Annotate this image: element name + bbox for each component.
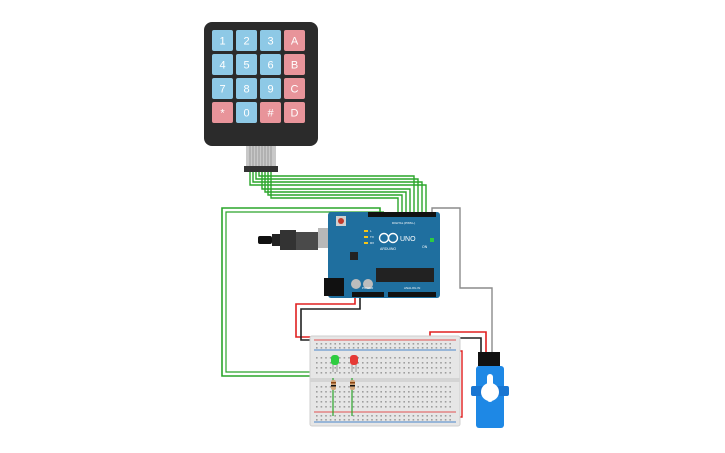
led-tx [364,236,368,238]
breadboard-holes [316,343,451,421]
keypad-keys: 1 2 3 A 4 5 6 B 7 8 9 C * 0 # D [212,30,305,123]
keypad-key-label: 1 [219,36,225,48]
keypad-key-4[interactable]: 4 [212,54,233,75]
wires [221,170,493,421]
power-jack [324,278,344,296]
keypad-key-A[interactable]: A [284,30,305,51]
keypad-key-*[interactable]: * [212,102,233,123]
servo-connector [478,352,500,366]
keypad-wires[interactable] [249,170,427,212]
keypad-key-label: D [291,108,299,120]
keypad-key-label: 5 [243,60,249,72]
led-rx-label: RX [370,241,374,245]
keypad-connector [244,146,278,172]
keypad-key-#[interactable]: # [260,102,281,123]
resistor-2[interactable] [350,378,355,416]
keypad-key-9[interactable]: 9 [260,78,281,99]
keypad-key-5[interactable]: 5 [236,54,257,75]
led-tx-label: TX [370,235,374,239]
power-label: POWER [362,286,374,290]
keypad-key-label: 6 [267,60,273,72]
keypad-key-6[interactable]: 6 [260,54,281,75]
keypad-key-label: * [220,108,225,120]
analog-header [388,292,436,297]
keypad-key-label: 7 [219,84,225,96]
wire-servo-signal[interactable] [431,207,493,352]
led-rx [364,242,368,244]
keypad-key-2[interactable]: 2 [236,30,257,51]
keypad-key-D[interactable]: D [284,102,305,123]
power-led [430,238,434,242]
keypad-key-3[interactable]: 3 [260,30,281,51]
keypad-key-label: 8 [243,84,249,96]
board-model: UNO [400,236,416,243]
digital-label: DIGITAL (PWM~) [392,221,415,225]
keypad-key-B[interactable]: B [284,54,305,75]
keypad-key-7[interactable]: 7 [212,78,233,99]
keypad-key-label: 9 [267,84,273,96]
power-header [352,292,384,297]
led-red[interactable] [350,355,358,372]
keypad-key-label: # [267,108,274,120]
breadboard[interactable] [309,335,461,427]
led-green[interactable] [331,355,339,372]
on-label: ON [422,245,428,249]
keypad-key-1[interactable]: 1 [212,30,233,51]
led-l [364,230,368,232]
keypad-key-label: 2 [243,36,249,48]
board-brand: ARDUINO [380,247,396,251]
keypad-key-label: B [291,60,298,72]
digital-header [368,212,436,217]
wire-power-gnd[interactable] [300,297,361,341]
arduino-uno[interactable]: UNO ARDUINO DIGITAL (PWM~) ANALOG IN POW… [258,212,440,298]
resistor-1[interactable] [331,378,336,416]
atmega-chip [376,268,434,282]
keypad-key-8[interactable]: 8 [236,78,257,99]
keypad-key-label: 4 [219,60,225,72]
led-l-label: L [370,229,372,233]
keypad-4x4[interactable]: 1 2 3 A 4 5 6 B 7 8 9 C * 0 # D [204,22,318,172]
keypad-key-label: 0 [243,108,249,120]
arduino-logo [378,232,399,244]
analog-label: ANALOG IN [404,286,420,290]
keypad-key-label: A [291,36,299,48]
keypad-key-label: C [291,84,299,96]
usb-cable [258,230,318,250]
keypad-key-0[interactable]: 0 [236,102,257,123]
keypad-key-label: 3 [267,36,273,48]
servo-motor[interactable] [471,352,509,428]
keypad-key-C[interactable]: C [284,78,305,99]
wire-power-5v[interactable] [295,297,356,338]
